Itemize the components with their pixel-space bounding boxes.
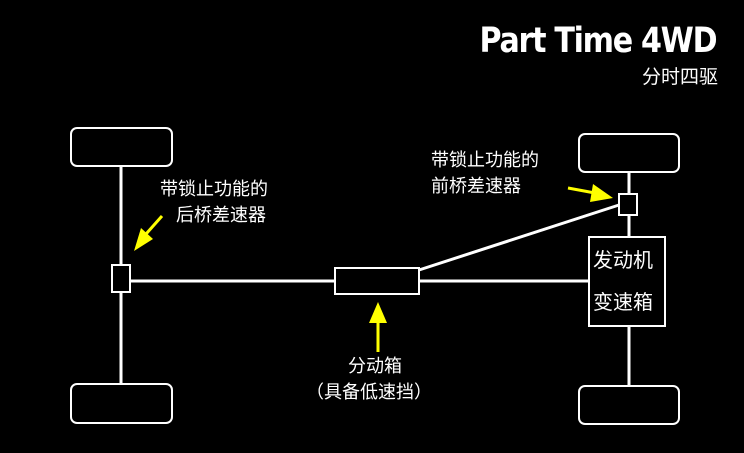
front-differential bbox=[618, 193, 638, 216]
front-diff-label-line1: 带锁止功能的 bbox=[431, 150, 539, 171]
engine-gearbox-box bbox=[588, 236, 666, 327]
gearbox-label: 变速箱 bbox=[593, 290, 653, 314]
rear-diff-label-line2: 后桥差速器 bbox=[176, 205, 266, 226]
transfer-case-sublabel: （具备低速挡） bbox=[306, 382, 432, 403]
page-subtitle: 分时四驱 bbox=[641, 66, 718, 88]
transfer-case-arrow bbox=[369, 302, 387, 352]
front-right-wheel bbox=[578, 385, 680, 425]
engine-label: 发动机 bbox=[593, 248, 653, 272]
front-diff-arrow bbox=[567, 184, 613, 202]
rear-differential bbox=[111, 264, 131, 293]
transfer-case bbox=[334, 267, 420, 295]
transfer-case-label: 分动箱 bbox=[348, 356, 402, 377]
rear-right-wheel bbox=[70, 383, 173, 424]
rear-diff-arrow bbox=[134, 215, 164, 251]
page-title: Part Time 4WD bbox=[479, 21, 717, 61]
rear-left-wheel bbox=[70, 127, 173, 167]
front-left-wheel bbox=[578, 133, 680, 173]
front-diff-label-line2: 前桥差速器 bbox=[431, 176, 521, 197]
rear-diff-label-line1: 带锁止功能的 bbox=[160, 179, 268, 200]
front-driveshaft bbox=[418, 203, 620, 272]
